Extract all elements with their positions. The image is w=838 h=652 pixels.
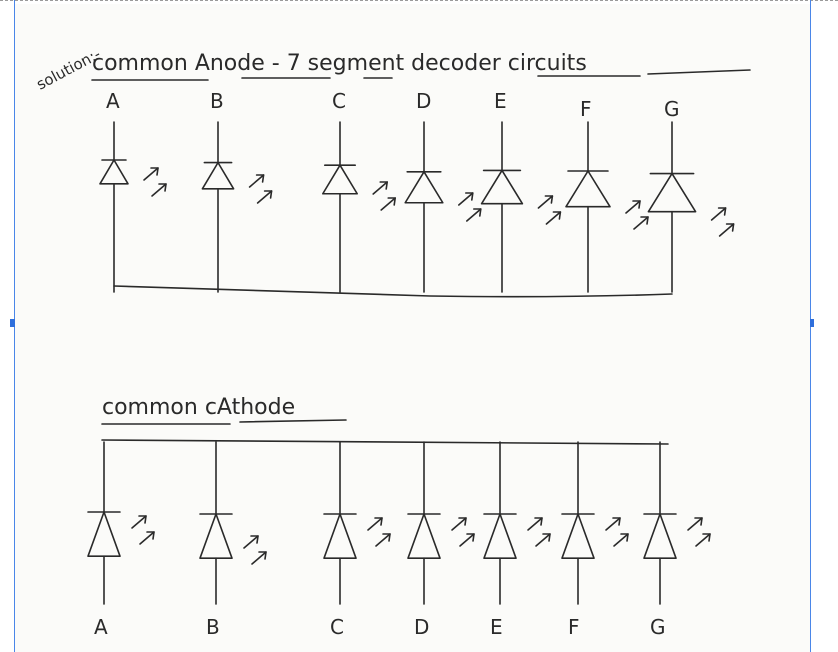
diode-triangle [647,172,697,213]
diode-triangle [480,169,524,205]
cathode-common-bus [101,439,669,445]
cathode-title: common cAthode [102,395,295,420]
emission-arrow [605,517,621,531]
emission-arrow [465,208,482,222]
diode-triangle [323,513,357,559]
anode-segment-label: B [210,89,224,113]
anode-segment-label: G [664,97,680,121]
emission-arrowhead [552,211,562,220]
emission-arrowhead [632,200,641,209]
emission-arrow [625,200,641,214]
anode-segment-label: E [494,89,507,113]
emission-arrow [380,197,397,211]
anode-common-bus [113,285,673,298]
cathode-segment-label: E [490,615,503,639]
emission-arrow [143,167,159,181]
emission-arrow [687,517,703,531]
anode-title: common Anode - 7 segment decoder circuit… [92,51,587,76]
emission-arrow [710,207,727,221]
diode-triangle [404,171,444,204]
anode-segment-label: A [106,89,120,113]
handwritten-note-image: solution:- common Anode - 7 segment deco… [15,4,810,652]
anode-segment-label: D [416,89,431,113]
emission-arrowhead [717,207,727,216]
cathode-segment-label: F [568,615,580,639]
emission-arrowhead [458,517,467,526]
diode-triangle [199,513,233,559]
diode-triangle [201,161,235,190]
emission-arrowhead [158,183,167,192]
emission-arrowhead [255,174,265,183]
emission-arrowhead [534,517,543,526]
emission-arrowhead [263,190,273,199]
emission-arrowhead [694,517,703,526]
diode-triangle [322,164,358,195]
right-resize-handle[interactable] [806,319,814,327]
emission-arrowhead [640,216,649,225]
emission-arrow [139,531,155,545]
emission-arrow [451,517,467,531]
emission-arrow [256,190,273,204]
diode-triangle [483,513,517,559]
emission-arrowhead [466,533,475,542]
cathode-segment-label: B [206,615,220,639]
emission-arrowhead [138,515,147,524]
emission-arrow [537,195,554,209]
emission-arrowhead [258,551,267,560]
left-resize-handle[interactable] [10,319,18,327]
emission-arrow [251,551,267,565]
title-underline [239,419,347,423]
emission-arrowhead [250,535,259,544]
diode-triangle [561,513,595,559]
emission-arrow [633,216,649,230]
emission-arrow [459,533,475,547]
circuit-drawing: solution:- common Anode - 7 segment deco… [33,45,751,639]
emission-arrow [248,174,265,188]
emission-arrowhead [542,533,551,542]
diode-triangle [407,513,441,559]
emission-arrowhead [374,517,383,526]
anode-segment-label: C [332,89,346,113]
cathode-segment-label: C [330,615,344,639]
diode-triangle [87,511,121,557]
emission-arrowhead [387,197,396,206]
emission-arrow [375,533,391,547]
emission-arrow [718,223,735,237]
emission-arrowhead [465,192,474,201]
cathode-segment-label: G [650,615,666,639]
emission-arrowhead [620,533,629,542]
cathode-segment-label: A [94,615,108,639]
title-underline [647,69,751,75]
anode-segment-label: F [580,97,592,121]
emission-arrowhead [146,531,155,540]
emission-arrow [527,517,543,531]
emission-arrow [367,517,383,531]
emission-arrow [243,535,259,549]
emission-arrow [613,533,629,547]
emission-arrow [545,211,562,225]
cathode-segment-label: D [414,615,429,639]
diode-triangle [565,170,611,208]
emission-arrowhead [702,533,711,542]
diode-triangle [99,159,129,185]
emission-arrowhead [612,517,621,526]
emission-arrowhead [382,533,391,542]
emission-arrow [372,181,389,195]
emission-arrow [131,515,147,529]
diode-triangle [643,513,677,559]
page-top-edge [0,0,838,4]
emission-arrowhead [150,167,159,176]
emission-arrowhead [473,208,482,217]
emission-arrowhead [544,195,554,204]
emission-arrowhead [725,223,735,232]
emission-arrow [535,533,551,547]
emission-arrow [151,183,167,197]
emission-arrow [695,533,711,547]
emission-arrow [457,192,474,206]
emission-arrowhead [379,181,388,190]
